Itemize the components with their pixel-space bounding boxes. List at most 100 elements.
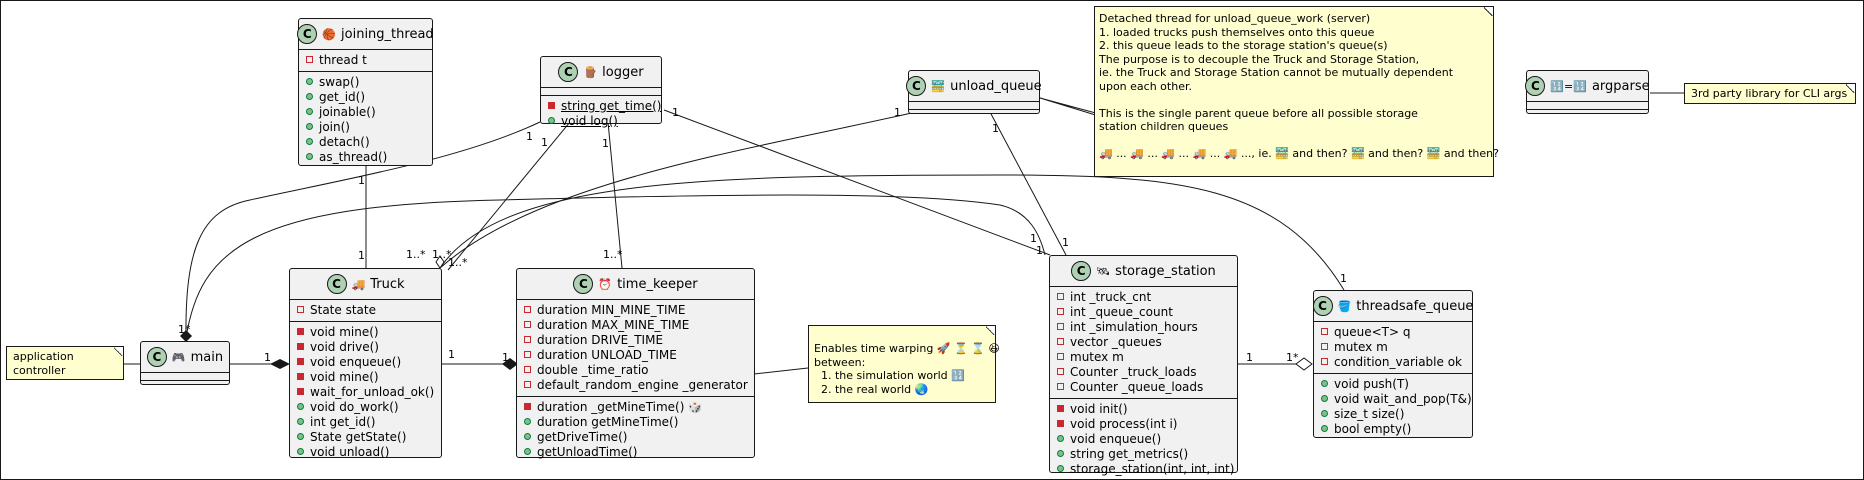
method: void init()	[1057, 402, 1229, 417]
field: int _queue_count	[1057, 305, 1229, 320]
dice-icon: 🎲	[688, 401, 702, 414]
method: void push(T)	[1321, 377, 1464, 392]
method: void enqueue()	[1057, 432, 1229, 447]
class-storage-station[interactable]: C🛰storage_station int _truck_cnt int _qu…	[1049, 255, 1238, 476]
fields-section: queue<T> q mutex m condition_variable ok	[1314, 321, 1472, 373]
link-unload-storage	[989, 111, 1067, 256]
method: void process(int i)	[1057, 417, 1229, 432]
suspension-railway-icon: 🚟	[931, 79, 946, 93]
link-logger-main	[185, 121, 541, 339]
class-time-keeper[interactable]: C⏰time_keeper duration MIN_MINE_TIME dur…	[516, 268, 755, 459]
method: int get_id()	[297, 415, 433, 430]
wood-icon: 🪵	[583, 65, 598, 79]
note-fold	[114, 347, 123, 356]
class-name: unload_queue	[950, 78, 1042, 94]
class-unload-queue[interactable]: C 🚟 unload_queue	[906, 70, 1042, 117]
method: duration _getMineTime() 🎲	[524, 400, 746, 415]
field: vector _queues	[1057, 335, 1229, 350]
numbers-icon: 🔢=🔢	[1550, 79, 1587, 93]
note-app-controller: application controller	[6, 346, 124, 380]
satellite-icon: 🛰	[1096, 264, 1111, 278]
class-name: argparse	[1591, 78, 1650, 94]
class-badge: C	[1312, 296, 1333, 316]
method: duration getMineTime()	[524, 415, 746, 430]
field: Counter _truck_loads	[1057, 365, 1229, 380]
class-main[interactable]: C🎮main	[140, 341, 230, 385]
mult-label: 1	[526, 130, 533, 143]
mult-label: 1	[358, 249, 365, 262]
fields-section	[141, 372, 229, 380]
diamond-truck-top	[435, 255, 445, 269]
method: string get_metrics()	[1057, 447, 1229, 462]
mult-label: 1..*	[432, 248, 452, 261]
fields-section: int _truck_cnt int _queue_count int _sim…	[1050, 286, 1237, 398]
mult-label: 1	[541, 136, 548, 149]
method: size_t size()	[1321, 407, 1464, 422]
field: duration MIN_MINE_TIME	[524, 303, 746, 318]
mult-label: 1*	[1286, 351, 1299, 364]
field: thread t	[306, 53, 424, 68]
mult-label: 1..*	[603, 248, 623, 261]
link-truck-threadsafe	[439, 174, 1345, 291]
method: bool empty()	[1321, 422, 1464, 437]
class-logger[interactable]: C🪵logger string get_time() void log()	[540, 56, 662, 128]
class-joining-thread[interactable]: C 🏀 joining_thread thread t swap() get_id(…	[297, 18, 434, 168]
method: swap()	[306, 75, 424, 90]
field: duration DRIVE_TIME	[524, 333, 746, 348]
diamond-truck-timekeeper	[502, 358, 518, 370]
note-time-warp: Enables time warping 🚀 ⏳ ⌛ 😆 between: 1.…	[808, 325, 1000, 403]
field: int _simulation_hours	[1057, 320, 1229, 335]
method: void enqueue()	[297, 355, 433, 370]
diamond-storage-threadsafe	[1295, 357, 1313, 371]
class-badge: C	[558, 62, 579, 82]
mult-label: 1	[1246, 351, 1253, 364]
note-argparse: 3rd party library for CLI args	[1684, 83, 1856, 104]
mult-label: 1	[894, 106, 901, 119]
methods-section: swap() get_id() joinable() join() detach…	[299, 71, 432, 168]
alarm-clock-icon: ⏰	[598, 277, 613, 291]
mult-label: 1	[1340, 272, 1347, 285]
fields-section	[909, 101, 1039, 109]
mult-label: 1*	[178, 323, 191, 336]
mult-label: 1	[448, 348, 455, 361]
link-logger-time-keeper	[607, 121, 623, 269]
method: getUnloadTime()	[524, 445, 746, 460]
fields-section: thread t	[299, 49, 432, 71]
class-name: joining_thread	[341, 26, 434, 42]
method: join()	[306, 120, 424, 135]
methods-section: void mine() void drive() void enqueue() …	[290, 321, 441, 463]
link-logger-truck	[447, 121, 571, 271]
class-badge: C	[297, 24, 318, 44]
note-link-time-warp	[753, 367, 809, 375]
method: wait_for_unload_ok()	[297, 385, 434, 400]
class-badge: C	[573, 274, 594, 294]
methods-section: void init() void process(int i) void enq…	[1050, 398, 1237, 480]
class-name: logger	[602, 64, 644, 80]
basketball-icon: 🏀	[322, 27, 337, 41]
mult-label: 1	[1036, 244, 1043, 257]
class-badge: C	[906, 76, 927, 96]
note-fold	[1846, 84, 1855, 93]
method: void do_work()	[297, 400, 433, 415]
field: State state	[297, 303, 433, 318]
field: condition_variable ok	[1321, 355, 1464, 370]
method: storage_station(int, int, int)	[1057, 462, 1234, 477]
methods-section	[909, 109, 1039, 117]
method: joinable()	[306, 105, 424, 120]
method: detach()	[306, 135, 424, 150]
method: getDriveTime()	[524, 430, 746, 445]
method: void unload()	[297, 445, 433, 460]
field: mutex m	[1057, 350, 1229, 365]
field: Counter _queue_loads	[1057, 380, 1229, 395]
methods-section: duration _getMineTime() 🎲 duration getMi…	[517, 396, 754, 463]
class-badge: C	[1071, 261, 1092, 281]
fields-section: duration MIN_MINE_TIME duration MAX_MINE…	[517, 299, 754, 396]
class-threadsafe-queue[interactable]: C🪣threadsafe_queue queue<T> q mutex m co…	[1312, 290, 1473, 438]
class-truck[interactable]: C🚚Truck State state void mine() void dri…	[289, 268, 442, 459]
field: default_random_engine _generator	[524, 378, 748, 393]
mult-label: 1..*	[448, 256, 468, 269]
class-argparse[interactable]: C🔢=🔢argparse	[1525, 70, 1650, 114]
method: void wait_and_pop(T&)	[1321, 392, 1472, 407]
field: duration UNLOAD_TIME	[524, 348, 746, 363]
field: mutex m	[1321, 340, 1464, 355]
